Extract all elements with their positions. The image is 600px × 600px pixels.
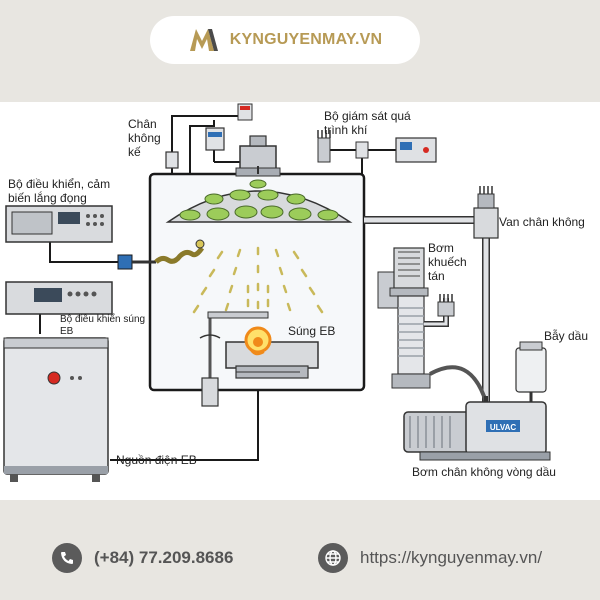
phone-contact[interactable]: (+84) 77.209.8686 [52,543,233,573]
label-rotary-pump: Bơm chân không vòng dầu [412,465,556,479]
website-url: https://kynguyenmay.vn/ [360,548,543,567]
label-oil-trap: Bẫy dầu [544,329,589,343]
brand-logo-icon [189,29,218,51]
brand-name: KYNGUYENMAY.VN [229,31,383,48]
diagram-drawing: ULVAC [3,103,551,482]
label-eb-gun: Súng EB [288,324,336,338]
phone-icon [52,543,82,573]
rotary-pump-unit: ULVAC [403,396,551,461]
label-vacuum-valve: Van chân không [499,215,585,229]
oil-trap-unit [515,347,547,393]
label-eb-power-supply: Nguồn điện EB [116,453,197,467]
vapor-plume [192,246,324,314]
brand-header: KYNGUYENMAY.VN [150,16,420,64]
pump-brand-label: ULVAC [490,423,517,432]
website-contact[interactable]: https://kynguyenmay.vn/ [318,543,542,573]
eb-power-supply-cabinet [3,337,109,475]
globe-icon [318,543,348,573]
diffusion-pump-unit [377,247,488,403]
phone-number: (+84) 77.209.8686 [94,548,234,567]
eb-gun-assembly [225,326,319,379]
